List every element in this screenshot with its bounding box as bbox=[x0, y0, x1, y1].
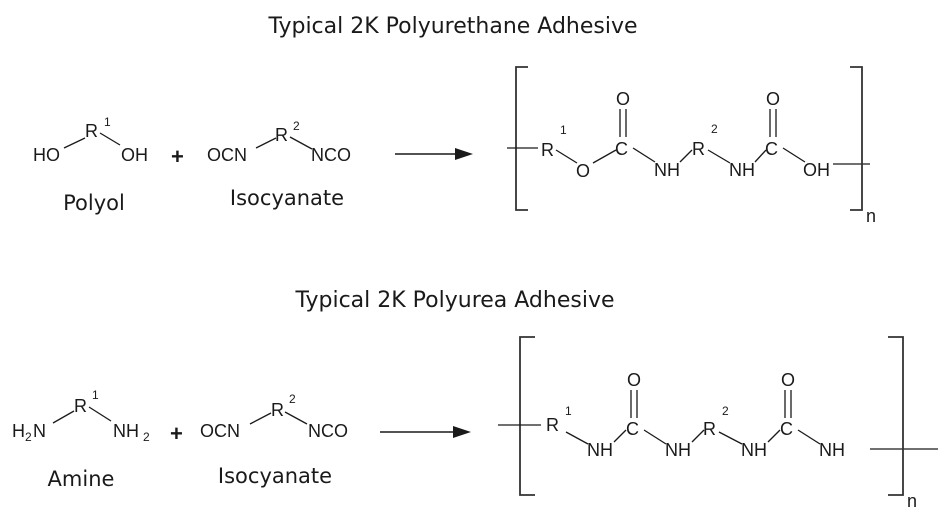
polyol-label: Polyol bbox=[63, 191, 125, 215]
plus-sign-1: + bbox=[171, 144, 184, 169]
svg-text:O: O bbox=[766, 89, 780, 109]
svg-text:H: H bbox=[12, 421, 25, 441]
reaction-arrow-1 bbox=[395, 148, 473, 160]
isocyanate-label-1: Isocyanate bbox=[229, 186, 345, 210]
svg-text:R: R bbox=[85, 121, 98, 141]
svg-text:1: 1 bbox=[560, 123, 567, 137]
svg-text:2: 2 bbox=[711, 122, 718, 136]
svg-text:R: R bbox=[541, 140, 554, 160]
svg-text:C: C bbox=[765, 139, 778, 159]
svg-text:C: C bbox=[626, 419, 639, 439]
svg-text:O: O bbox=[781, 370, 795, 390]
svg-text:C: C bbox=[615, 139, 628, 159]
svg-text:2: 2 bbox=[289, 392, 296, 406]
svg-text:NH: NH bbox=[819, 440, 845, 460]
svg-text:R: R bbox=[74, 396, 87, 416]
svg-text:n: n bbox=[907, 491, 917, 511]
svg-text:O: O bbox=[627, 370, 641, 390]
isocyanate-label-2: Isocyanate bbox=[217, 464, 333, 488]
reaction-arrow-2 bbox=[380, 426, 471, 438]
svg-text:2: 2 bbox=[25, 430, 32, 444]
svg-text:HO: HO bbox=[33, 145, 60, 165]
amine-structure: H 2 N R 1 NH 2 bbox=[12, 388, 150, 444]
polyurethane-product: R 1 O C O NH R 2 NH C O OH n bbox=[507, 66, 876, 226]
polyurea-title: Typical 2K Polyurea Adhesive bbox=[295, 288, 615, 313]
isocyanate-structure-2: OCN R 2 NCO bbox=[200, 392, 348, 441]
polyurea-product: R 1 NH C O NH R 2 NH C O NH n bbox=[498, 336, 938, 511]
svg-text:O: O bbox=[616, 89, 630, 109]
svg-text:1: 1 bbox=[92, 388, 99, 402]
svg-text:R: R bbox=[703, 419, 716, 439]
svg-text:C: C bbox=[780, 419, 793, 439]
svg-text:NH: NH bbox=[587, 440, 613, 460]
svg-text:2: 2 bbox=[143, 430, 150, 444]
svg-text:NH: NH bbox=[654, 160, 680, 180]
svg-text:1: 1 bbox=[565, 404, 572, 418]
plus-sign-2: + bbox=[170, 421, 183, 446]
svg-text:OCN: OCN bbox=[200, 421, 240, 441]
isocyanate-structure-1: OCN R 2 NCO bbox=[207, 119, 351, 165]
svg-text:NH: NH bbox=[113, 421, 139, 441]
svg-text:2: 2 bbox=[722, 404, 729, 418]
svg-text:NH: NH bbox=[665, 440, 691, 460]
svg-text:N: N bbox=[33, 421, 46, 441]
svg-text:2: 2 bbox=[293, 119, 300, 133]
svg-text:R: R bbox=[692, 139, 705, 159]
svg-text:R: R bbox=[271, 400, 284, 420]
svg-text:NCO: NCO bbox=[311, 145, 351, 165]
svg-text:OH: OH bbox=[803, 160, 830, 180]
polyol-structure: HO R 1 OH bbox=[33, 115, 148, 165]
svg-text:OCN: OCN bbox=[207, 145, 247, 165]
svg-text:n: n bbox=[866, 206, 876, 226]
svg-text:R: R bbox=[546, 415, 559, 435]
svg-text:R: R bbox=[275, 125, 288, 145]
amine-label: Amine bbox=[47, 467, 115, 491]
svg-text:NCO: NCO bbox=[308, 421, 348, 441]
svg-text:OH: OH bbox=[121, 145, 148, 165]
svg-text:NH: NH bbox=[729, 160, 755, 180]
svg-text:NH: NH bbox=[741, 440, 767, 460]
svg-text:O: O bbox=[576, 161, 590, 181]
svg-text:1: 1 bbox=[104, 115, 111, 129]
polyurethane-title: Typical 2K Polyurethane Adhesive bbox=[268, 14, 638, 39]
